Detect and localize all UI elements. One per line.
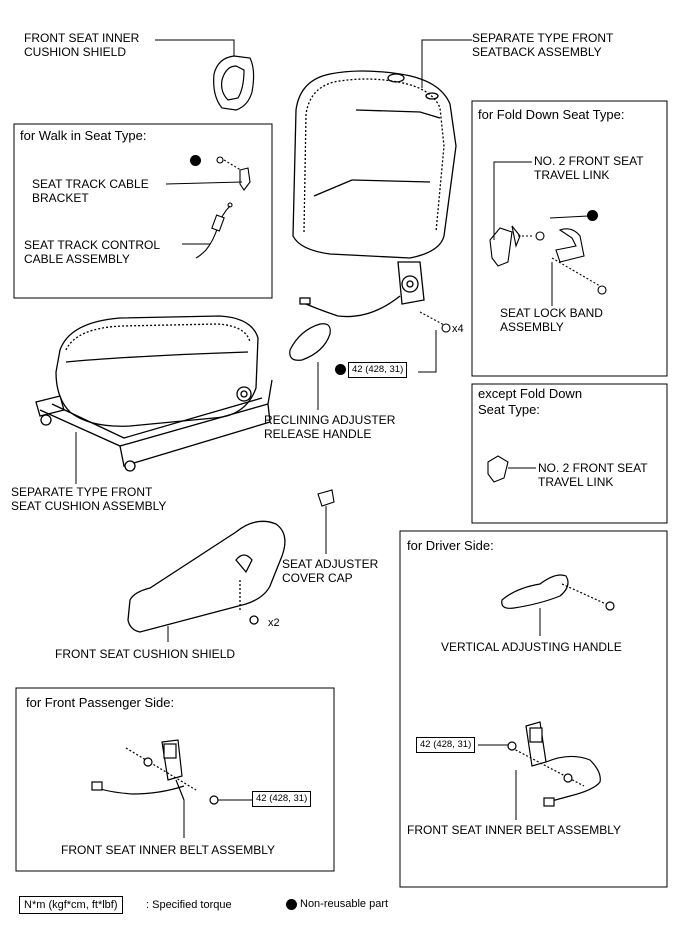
torque-driver-belt: 42 (428, 31) — [416, 737, 476, 753]
label-reclining-handle: RECLINING ADJUSTER RELEASE HANDLE — [264, 413, 396, 441]
torque-seatback: 42 (428, 31) — [348, 362, 408, 378]
header-driver-side: for Driver Side: — [407, 538, 494, 553]
passenger-side-frame — [15, 687, 335, 872]
driver-side-frame — [399, 530, 668, 888]
seatback-bolt — [419, 311, 451, 333]
vertical-handle-part — [501, 574, 615, 611]
fold-down-frame — [471, 100, 668, 377]
seatback-part — [292, 70, 457, 318]
header-walk-in: for Walk in Seat Type: — [20, 128, 147, 143]
track-cable-bracket-part — [216, 156, 251, 191]
legend-non-reusable-dot — [286, 899, 297, 910]
multiplier-seatback-bolts: x4 — [452, 323, 464, 335]
cover-cap-part — [317, 489, 335, 507]
label-no2-travel-link-except: NO. 2 FRONT SEAT TRAVEL LINK — [538, 461, 648, 489]
except-fold-down-frame — [471, 383, 668, 524]
header-except-fold-down: except Fold Down Seat Type: — [478, 386, 583, 417]
walk-in-frame — [13, 123, 273, 299]
reclining-handle-part — [289, 323, 331, 361]
non-reusable-marker — [335, 364, 346, 375]
label-seat-cushion-assembly: SEPARATE TYPE FRONT SEAT CUSHION ASSEMBL… — [11, 485, 167, 513]
label-no2-travel-link-fold: NO. 2 FRONT SEAT TRAVEL LINK — [534, 154, 644, 182]
track-control-cable-part — [195, 202, 233, 259]
label-seat-lock-band: SEAT LOCK BAND ASSEMBLY — [500, 306, 603, 334]
non-reusable-marker — [587, 210, 598, 221]
label-adjuster-cover-cap: SEAT ADJUSTER COVER CAP — [282, 557, 379, 585]
legend-non-reusable: Non-reusable part — [300, 898, 389, 910]
inner-cushion-shield-part — [213, 55, 255, 111]
label-seatback-assembly: SEPARATE TYPE FRONT SEATBACK ASSEMBLY — [472, 31, 614, 59]
seat-cushion-part — [35, 315, 273, 472]
label-track-cable-bracket: SEAT TRACK CABLE BRACKET — [32, 177, 149, 205]
except-travel-link-part — [487, 455, 509, 483]
driver-belt-part — [507, 721, 601, 807]
multiplier-shield-screws: x2 — [268, 617, 280, 629]
label-track-control-cable: SEAT TRACK CONTROL CABLE ASSEMBLY — [24, 238, 161, 266]
label-inner-belt-driver: FRONT SEAT INNER BELT ASSEMBLY — [407, 823, 622, 837]
passenger-belt-part — [91, 739, 219, 805]
header-fold-down: for Fold Down Seat Type: — [478, 107, 625, 122]
torque-passenger-belt: 42 (428, 31) — [252, 791, 312, 807]
header-passenger-side: for Front Passenger Side: — [26, 695, 175, 710]
label-inner-cushion-shield: FRONT SEAT INNER CUSHION SHIELD — [24, 31, 140, 59]
label-inner-belt-passenger: FRONT SEAT INNER BELT ASSEMBLY — [61, 843, 276, 857]
legend-torque-unit: N*m (kgf*cm, ft*lbf) — [19, 896, 123, 914]
cushion-shield-part — [127, 520, 286, 633]
non-reusable-marker — [190, 155, 201, 166]
label-vertical-handle: VERTICAL ADJUSTING HANDLE — [441, 640, 622, 654]
label-cushion-shield: FRONT SEAT CUSHION SHIELD — [55, 647, 236, 661]
fold-down-travel-link-part — [489, 225, 607, 295]
legend-torque-desc: : Specified torque — [146, 899, 232, 911]
